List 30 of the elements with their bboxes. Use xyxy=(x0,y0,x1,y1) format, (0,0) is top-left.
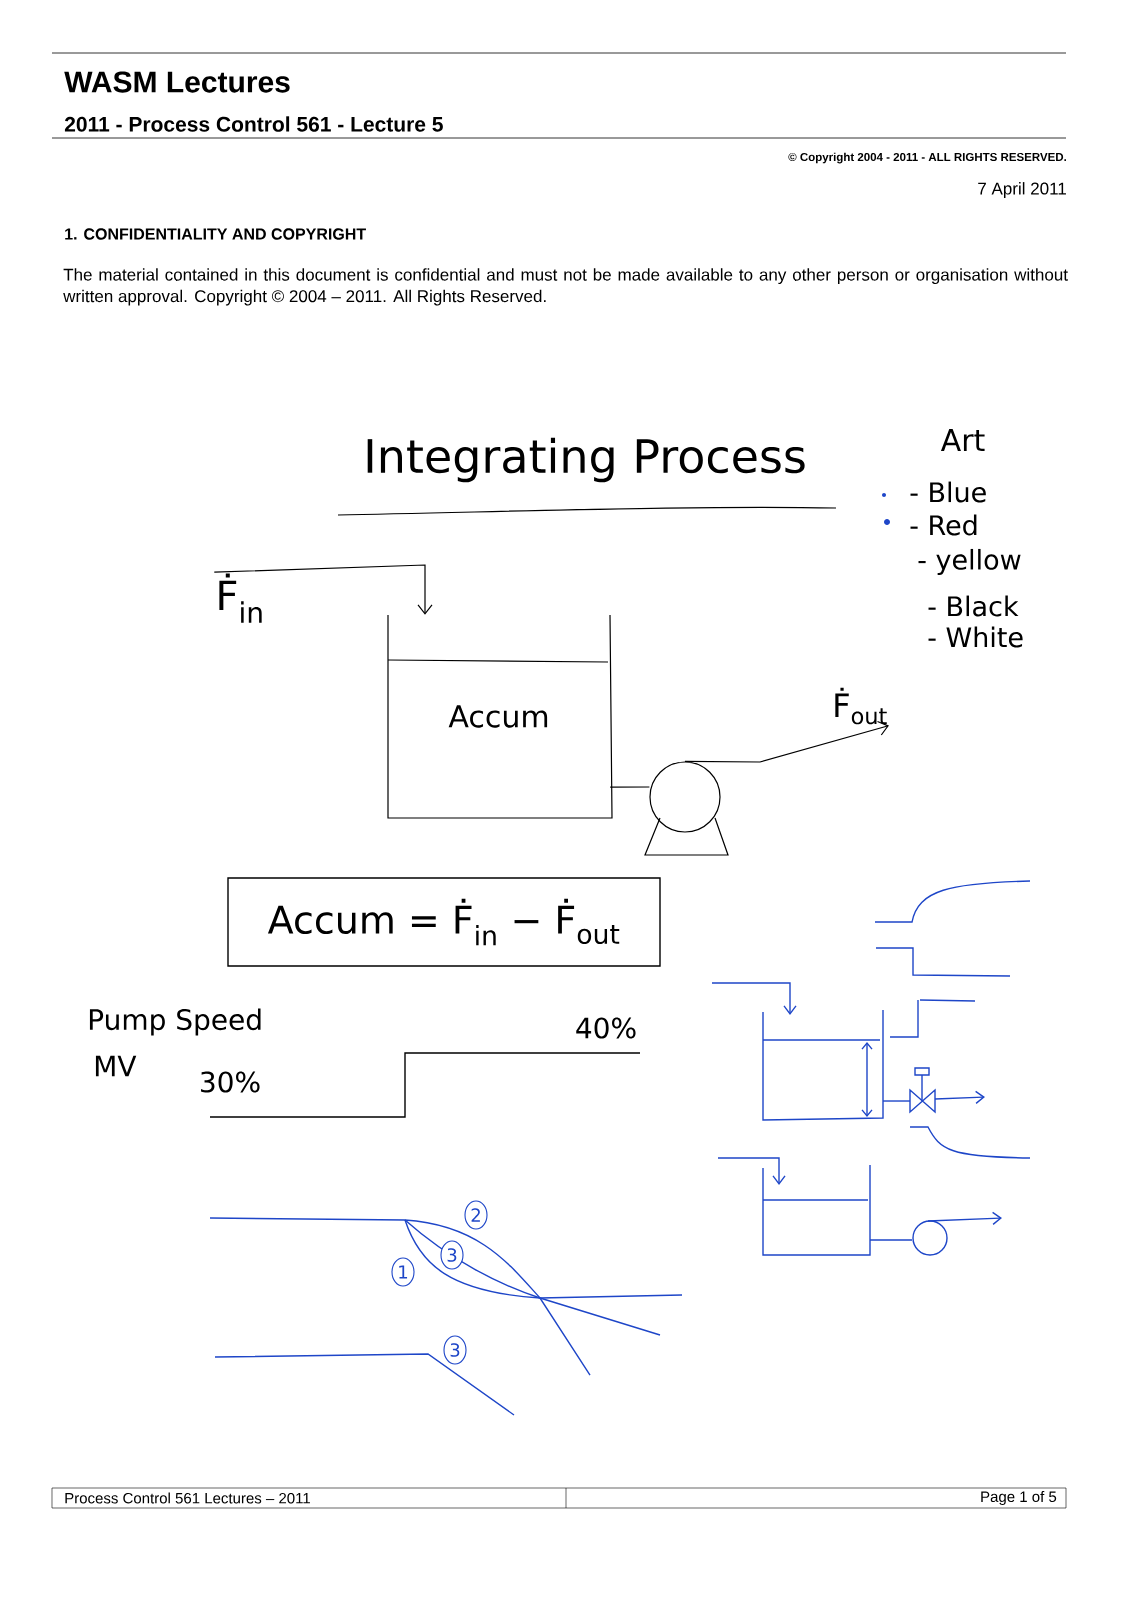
handwritten-note: - Blue xyxy=(910,481,986,503)
handwritten-note: - White xyxy=(928,626,1023,648)
body-paragraph: The material contained in this document is confidential and must not be made available to any other person or organisation without written approval. Copyright © 2004 – 2011. All Rights Reserved. xyxy=(63,268,1068,306)
arrow xyxy=(213,564,433,615)
handwritten-note: - Black xyxy=(928,595,1019,617)
footer-text: Process Control 561 Lectures – 2011 xyxy=(65,1492,310,1504)
handwritten-note: - Red xyxy=(910,514,977,536)
handwritten-note: - yellow xyxy=(918,548,1021,576)
equation-box: Accum = Ḟ$_{in}$ − Ḟ$_{out}$ xyxy=(227,877,661,967)
value-label: 30% xyxy=(201,1071,260,1093)
callout-number: 3 xyxy=(443,1335,467,1365)
value-label: 40% xyxy=(576,1017,636,1039)
callout-number: 2 xyxy=(464,1200,488,1230)
copyright-line: © Copyright 2004 - 2011 - ALL RIGHTS RESERVED. xyxy=(788,152,1066,164)
callout-number: 1 xyxy=(391,1257,415,1287)
page-number: Page 1 of 5 xyxy=(981,1491,1057,1505)
handwritten-note: Art xyxy=(940,429,985,451)
flow-label: Ḟ$_{in}$ xyxy=(219,573,262,623)
axis-label: MV xyxy=(95,1055,137,1077)
section-heading: 1. CONFIDENTIALITY AND COPYRIGHT xyxy=(65,228,366,240)
date-text: 7 April 2011 xyxy=(978,182,1066,198)
arrow xyxy=(684,720,889,763)
callout-number: 3 xyxy=(440,1240,464,1270)
flow-label: Ḟ$_{out}$ xyxy=(835,687,887,725)
axis-label: Pump Speed xyxy=(89,1008,261,1036)
pump-symbol xyxy=(644,761,729,856)
handwritten-title: Integrating Process xyxy=(367,437,805,483)
tank-drawing: Accum xyxy=(387,614,613,819)
header-subtitle: 2011 - Process Control 561 - Lecture 5 xyxy=(64,116,443,132)
header-title: WASM Lectures xyxy=(64,71,290,93)
